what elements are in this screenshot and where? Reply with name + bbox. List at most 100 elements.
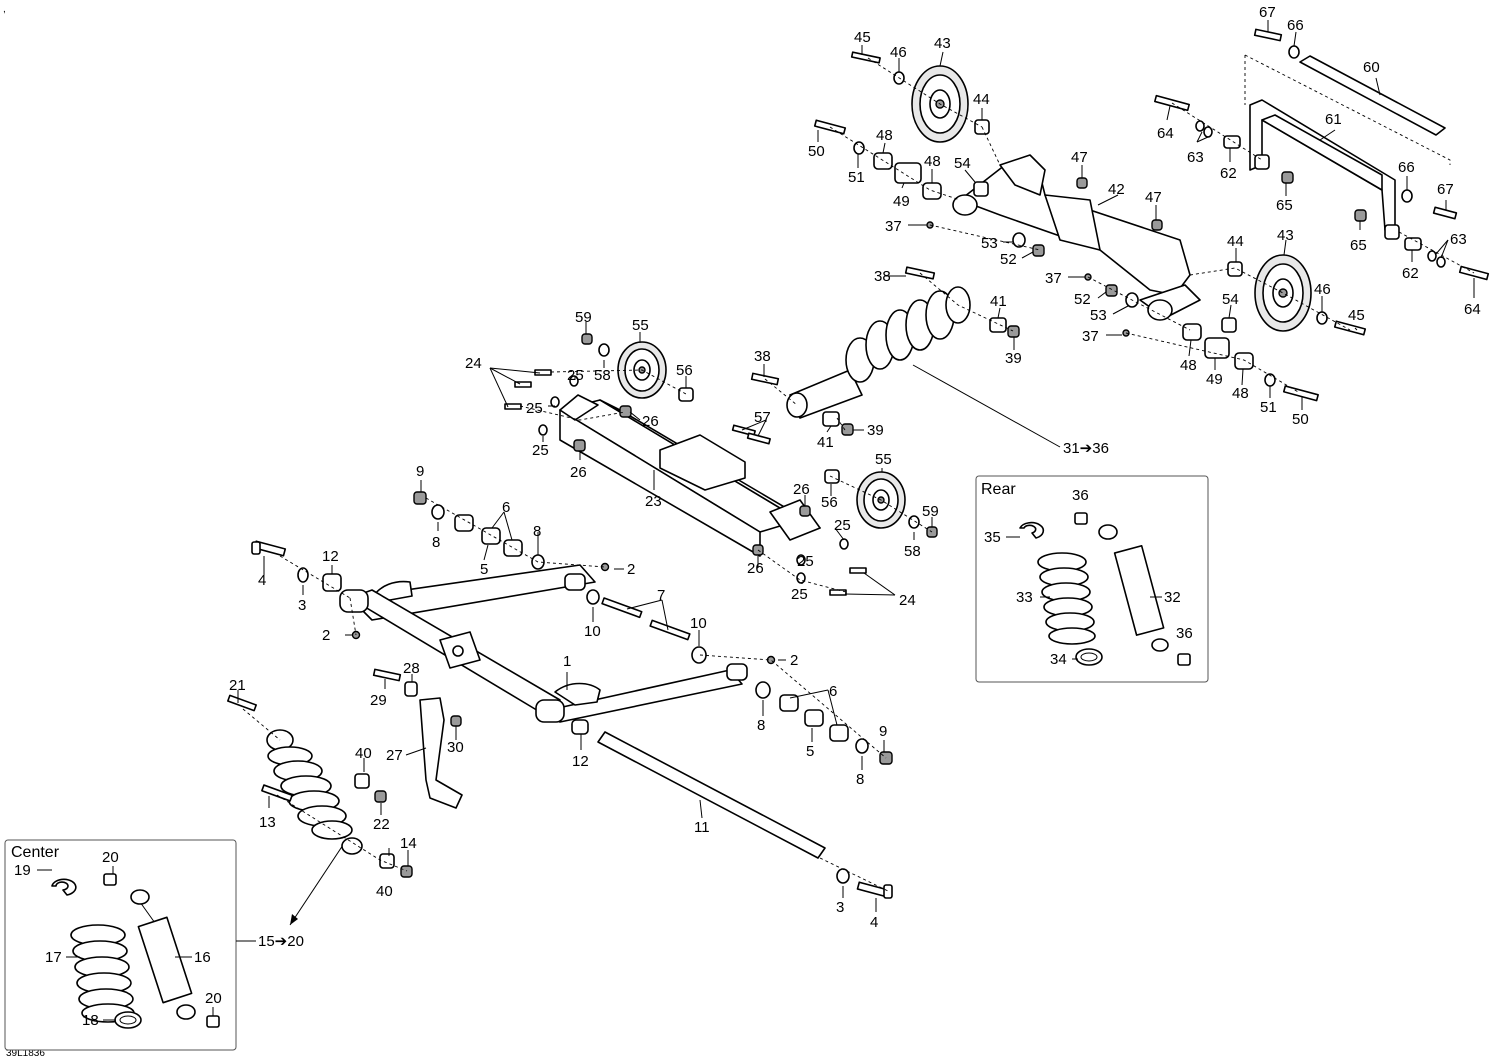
callout-6-b: 6: [829, 683, 837, 700]
callout-2-a: 2: [627, 561, 635, 578]
rear-damper-part: [1098, 524, 1169, 652]
callout-37-c: 37: [1082, 328, 1099, 345]
center-bushing-top: [103, 873, 117, 886]
callout-48-c: 48: [1180, 357, 1197, 374]
callout-20-top: 20: [102, 849, 119, 866]
callout-46-b: 46: [1314, 281, 1331, 298]
callout-23: 23: [645, 493, 662, 510]
rear-shock-inset: Rear 36 35 33 32 34 36: [975, 475, 1209, 683]
callout-10-b: 10: [690, 615, 707, 632]
callout-51-b: 51: [1260, 399, 1277, 416]
callout-labels: 1 2 2 2 3 3 4 4 5 5 6 6 7 8 8 8 8 9 9 10…: [229, 4, 1481, 931]
corner-mark: ,: [3, 4, 6, 15]
callout-63-a: 63: [1187, 149, 1204, 166]
callout-26-a: 26: [642, 413, 659, 430]
callout-67-b: 67: [1437, 181, 1454, 198]
callout-8-d: 8: [856, 771, 864, 788]
callout-12-b: 12: [572, 753, 589, 770]
callout-9-a: 9: [416, 463, 424, 480]
callout-49-b: 49: [1206, 371, 1223, 388]
callout-40-a: 40: [355, 745, 372, 762]
callout-38-a: 38: [754, 348, 771, 365]
rear-arm-part: [952, 154, 1201, 321]
callout-56-a: 56: [676, 362, 693, 379]
callout-3-a: 3: [298, 597, 306, 614]
callout-50-b: 50: [1292, 411, 1309, 428]
center-shock-part: [227, 694, 413, 878]
callout-40-b: 40: [376, 883, 393, 900]
callout-35: 35: [984, 529, 1001, 546]
callout-45-b: 45: [1348, 307, 1365, 324]
callout-41-a: 41: [817, 434, 834, 451]
callout-25-b: 25: [526, 400, 543, 417]
link-27-part: [372, 668, 463, 809]
callout-66-a: 66: [1287, 17, 1304, 34]
rear-idler-lower: [1254, 254, 1312, 332]
callout-42: 42: [1108, 181, 1125, 198]
rear-bracket-part: [1154, 28, 1490, 281]
callout-53-b: 53: [1090, 307, 1107, 324]
callout-37-b: 37: [1045, 270, 1062, 287]
callout-4-b: 4: [870, 914, 878, 931]
callout-4-a: 4: [258, 572, 266, 589]
callout-41-b: 41: [990, 293, 1007, 310]
callout-11: 11: [694, 819, 710, 836]
assembly-dashed-lines: [242, 54, 1475, 892]
callout-8-c: 8: [757, 717, 765, 734]
callout-59-b: 59: [922, 503, 939, 520]
center-spring-part: [70, 924, 135, 1023]
callout-64-a: 64: [1157, 125, 1174, 142]
rear-spring-part: [1037, 552, 1096, 645]
center-spring-clip: [51, 878, 77, 896]
callout-28: 28: [403, 660, 420, 677]
callout-16: 16: [194, 949, 211, 966]
rod-11-part: [597, 731, 826, 859]
callout-2-b: 2: [322, 627, 330, 644]
leader-lines: [237, 20, 1475, 912]
callout-54-b: 54: [1222, 291, 1239, 308]
callout-25-c: 25: [532, 442, 549, 459]
callout-47-b: 47: [1145, 189, 1162, 206]
callout-36-bottom: 36: [1176, 625, 1193, 642]
callout-53-a: 53: [981, 235, 998, 252]
callout-52-a: 52: [1000, 251, 1017, 268]
callout-55-a: 55: [632, 317, 649, 334]
callout-12-a: 12: [322, 548, 339, 565]
callout-2-c: 2: [790, 652, 798, 669]
center-adjuster-ring: [114, 1011, 142, 1029]
callout-29: 29: [370, 692, 387, 709]
callout-32: 32: [1164, 589, 1181, 606]
callout-26-b: 26: [570, 464, 587, 481]
front-fasteners: [251, 491, 893, 899]
drawing-reference: 39L1836: [6, 1048, 45, 1059]
callout-64-b: 64: [1464, 301, 1481, 318]
callout-8-b: 8: [533, 523, 541, 540]
callout-25-e: 25: [797, 553, 814, 570]
callout-56-b: 56: [821, 494, 838, 511]
center-bushing-bottom: [206, 1015, 220, 1028]
rear-arm-fasteners: [813, 51, 1367, 402]
callout-39-b: 39: [1005, 350, 1022, 367]
callout-52-b: 52: [1074, 291, 1091, 308]
callout-38-b: 38: [874, 268, 891, 285]
callout-60: 60: [1363, 59, 1380, 76]
callout-62-b: 62: [1402, 265, 1419, 282]
callout-1: 1: [563, 653, 571, 670]
callout-54-a: 54: [954, 155, 971, 172]
cross-shaft-fasteners: [504, 333, 938, 596]
callout-9-b: 9: [879, 723, 887, 740]
callout-34: 34: [1050, 651, 1067, 668]
callout-58-b: 58: [904, 543, 921, 560]
rear-inset-title: Rear: [981, 481, 1016, 498]
callout-51-a: 51: [848, 169, 865, 186]
callout-17: 17: [45, 949, 62, 966]
callout-20-bottom: 20: [205, 990, 222, 1007]
callout-48-a: 48: [876, 127, 893, 144]
callout-58-a: 58: [594, 367, 611, 384]
callout-25-f: 25: [791, 586, 808, 603]
callout-37-a: 37: [885, 218, 902, 235]
callout-49-a: 49: [893, 193, 910, 210]
callout-26-d: 26: [747, 560, 764, 577]
center-range-label: 15➔20: [258, 933, 304, 950]
callout-3-b: 3: [836, 899, 844, 916]
